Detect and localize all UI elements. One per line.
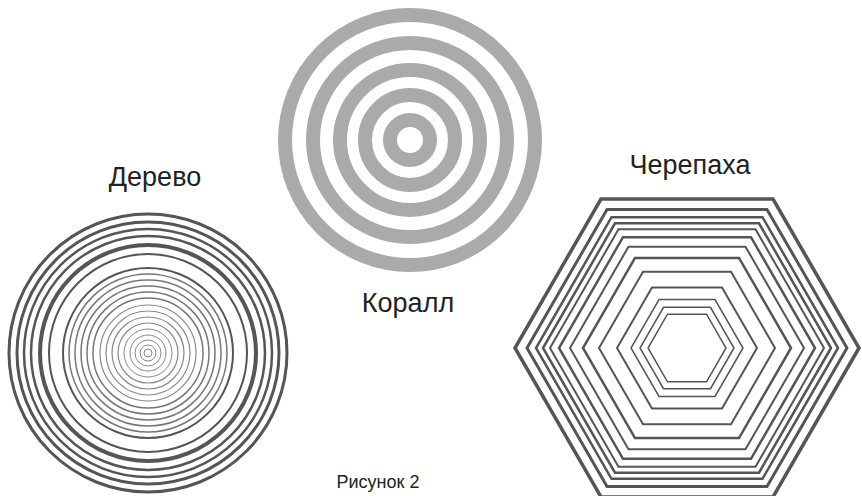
figure-label: Дерево	[109, 162, 201, 193]
turtle-hexagons	[515, 199, 859, 496]
figure-label: Черепаха	[630, 150, 751, 181]
figure-label: Коралл	[362, 288, 454, 319]
coral-rings	[285, 15, 535, 265]
tree-rings	[9, 214, 287, 492]
figure-caption: Рисунок 2	[337, 472, 420, 493]
